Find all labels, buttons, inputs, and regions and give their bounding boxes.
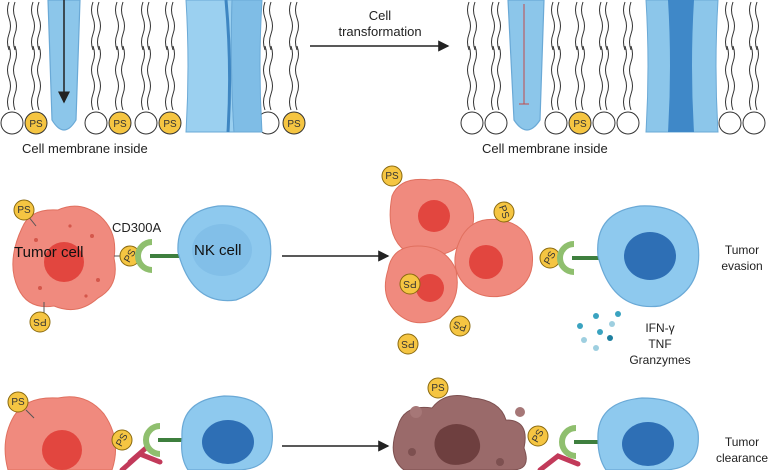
- cytokine-ifn: IFN-γ: [645, 321, 675, 335]
- svg-text:PS: PS: [403, 278, 417, 289]
- cytokine-dots: [577, 311, 621, 351]
- clearance-outcome-line1: Tumor: [724, 435, 760, 449]
- ps-marker: PS: [7, 391, 35, 419]
- ps-marker: PS: [13, 199, 37, 227]
- ps-head: [24, 111, 48, 135]
- svg-text:PS: PS: [496, 204, 511, 221]
- evasion-outcome-line2: evasion: [721, 259, 763, 273]
- ps-marker: PS: [527, 425, 549, 447]
- transformation-label-line1: Cell: [368, 8, 392, 23]
- ps-marker: PS: [114, 245, 141, 267]
- ps-head: [108, 111, 132, 135]
- blocking-antibody: [119, 445, 163, 473]
- svg-text:PS: PS: [11, 397, 25, 408]
- ps-marker: PS: [493, 201, 515, 223]
- transformation-label-line2: transformation: [338, 24, 422, 39]
- evasion-outcome-line1: Tumor: [724, 243, 760, 257]
- scramblase-channel-right: [507, 0, 545, 131]
- cd300a-label: CD300A: [112, 220, 162, 235]
- ps-marker: PS: [397, 333, 419, 355]
- evasion-outcome: Tumor evasion: [706, 242, 778, 274]
- ps-marker: PS: [427, 377, 449, 399]
- tumor-cluster: [384, 178, 534, 324]
- membrane-left: PS PS PS PS: [0, 1, 306, 135]
- membrane-caption-left: Cell membrane inside: [22, 141, 148, 156]
- svg-text:PS: PS: [17, 205, 31, 216]
- ps-marker: PS: [539, 247, 561, 269]
- ps-head-label: PS: [163, 119, 177, 130]
- cytokine-granzymes: Granzymes: [629, 353, 691, 367]
- membrane-right: PS: [460, 1, 766, 135]
- svg-text:PS: PS: [385, 171, 399, 182]
- ion-channel-left: [185, 0, 263, 133]
- ps-head-label: PS: [113, 119, 127, 130]
- ps-head-label: PS: [287, 119, 301, 130]
- ion-channel-right: [645, 0, 719, 133]
- clearance-outcome: Tumor clearance: [706, 434, 778, 466]
- cd300a-receptor: [135, 239, 153, 273]
- ps-marker: PS: [29, 302, 51, 333]
- transformation-label: Cell transformation: [312, 8, 448, 40]
- nk-cell-label: NK cell: [194, 242, 242, 259]
- ps-marker: PS: [381, 165, 403, 187]
- clearance-outcome-line2: clearance: [715, 451, 769, 465]
- clearance-panel: PS PS PS PS: [4, 377, 699, 473]
- cytokine-list: IFN-γ TNF Granzymes: [610, 320, 710, 368]
- tumor-nucleus-left: [44, 242, 84, 282]
- cytokine-tnf: TNF: [648, 337, 672, 351]
- ps-marker: PS: [399, 273, 421, 295]
- ps-head: [158, 111, 182, 135]
- ps-marker: PS: [449, 315, 471, 337]
- membrane-caption-right: Cell membrane inside: [482, 141, 608, 156]
- evasion-panel: PS PS PS PS PS PS PS: [12, 165, 700, 355]
- tumor-cell-label: Tumor cell: [14, 244, 84, 261]
- ps-head-label: PS: [573, 119, 587, 130]
- ps-head: [282, 111, 306, 135]
- dying-tumor-cell: [392, 395, 527, 471]
- ps-marker: PS: [111, 429, 133, 451]
- ps-head: [568, 111, 592, 135]
- svg-text:PS: PS: [401, 338, 415, 349]
- svg-text:PS: PS: [33, 316, 47, 327]
- ps-head-label: PS: [29, 119, 43, 130]
- svg-text:PS: PS: [452, 318, 469, 333]
- svg-text:PS: PS: [431, 383, 445, 394]
